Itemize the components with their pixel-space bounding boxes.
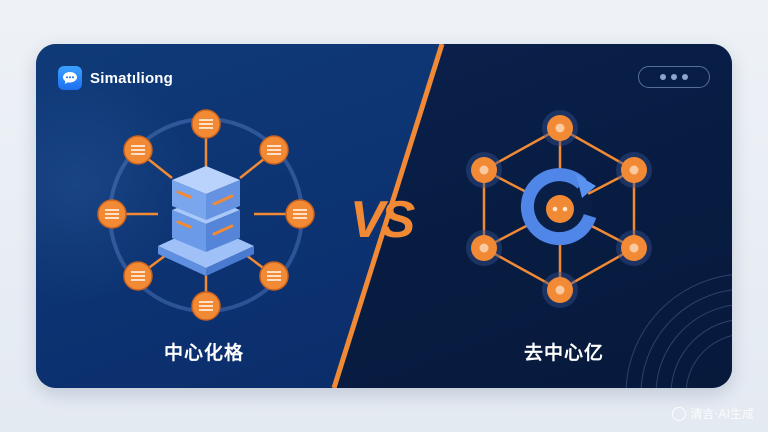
brand-name: Simatıliong (90, 69, 174, 87)
dot-node-icons (466, 110, 652, 308)
decentralized-label: 去中心亿 (524, 342, 605, 364)
centralized-diagram (97, 109, 315, 321)
chat-bubble-icon (58, 66, 82, 90)
dot-icon (671, 74, 677, 80)
list-node-icons (97, 109, 315, 321)
dot-icon (660, 74, 666, 80)
comparison-card: Simatıliong (36, 44, 732, 388)
refresh-cycle-icon (520, 168, 597, 246)
dot-icon (682, 74, 688, 80)
vs-label: VS (350, 191, 415, 249)
brand: Simatıliong (58, 66, 173, 90)
centralized-label: 中心化格 (164, 342, 245, 364)
more-options-button[interactable] (638, 66, 710, 88)
watermark: 清言·AI生成 (672, 405, 754, 422)
decentralized-diagram (466, 110, 652, 308)
server-stack-icon (158, 166, 254, 276)
watermark-text: 清言·AI生成 (690, 407, 754, 421)
swirl-logo-icon (672, 406, 687, 421)
